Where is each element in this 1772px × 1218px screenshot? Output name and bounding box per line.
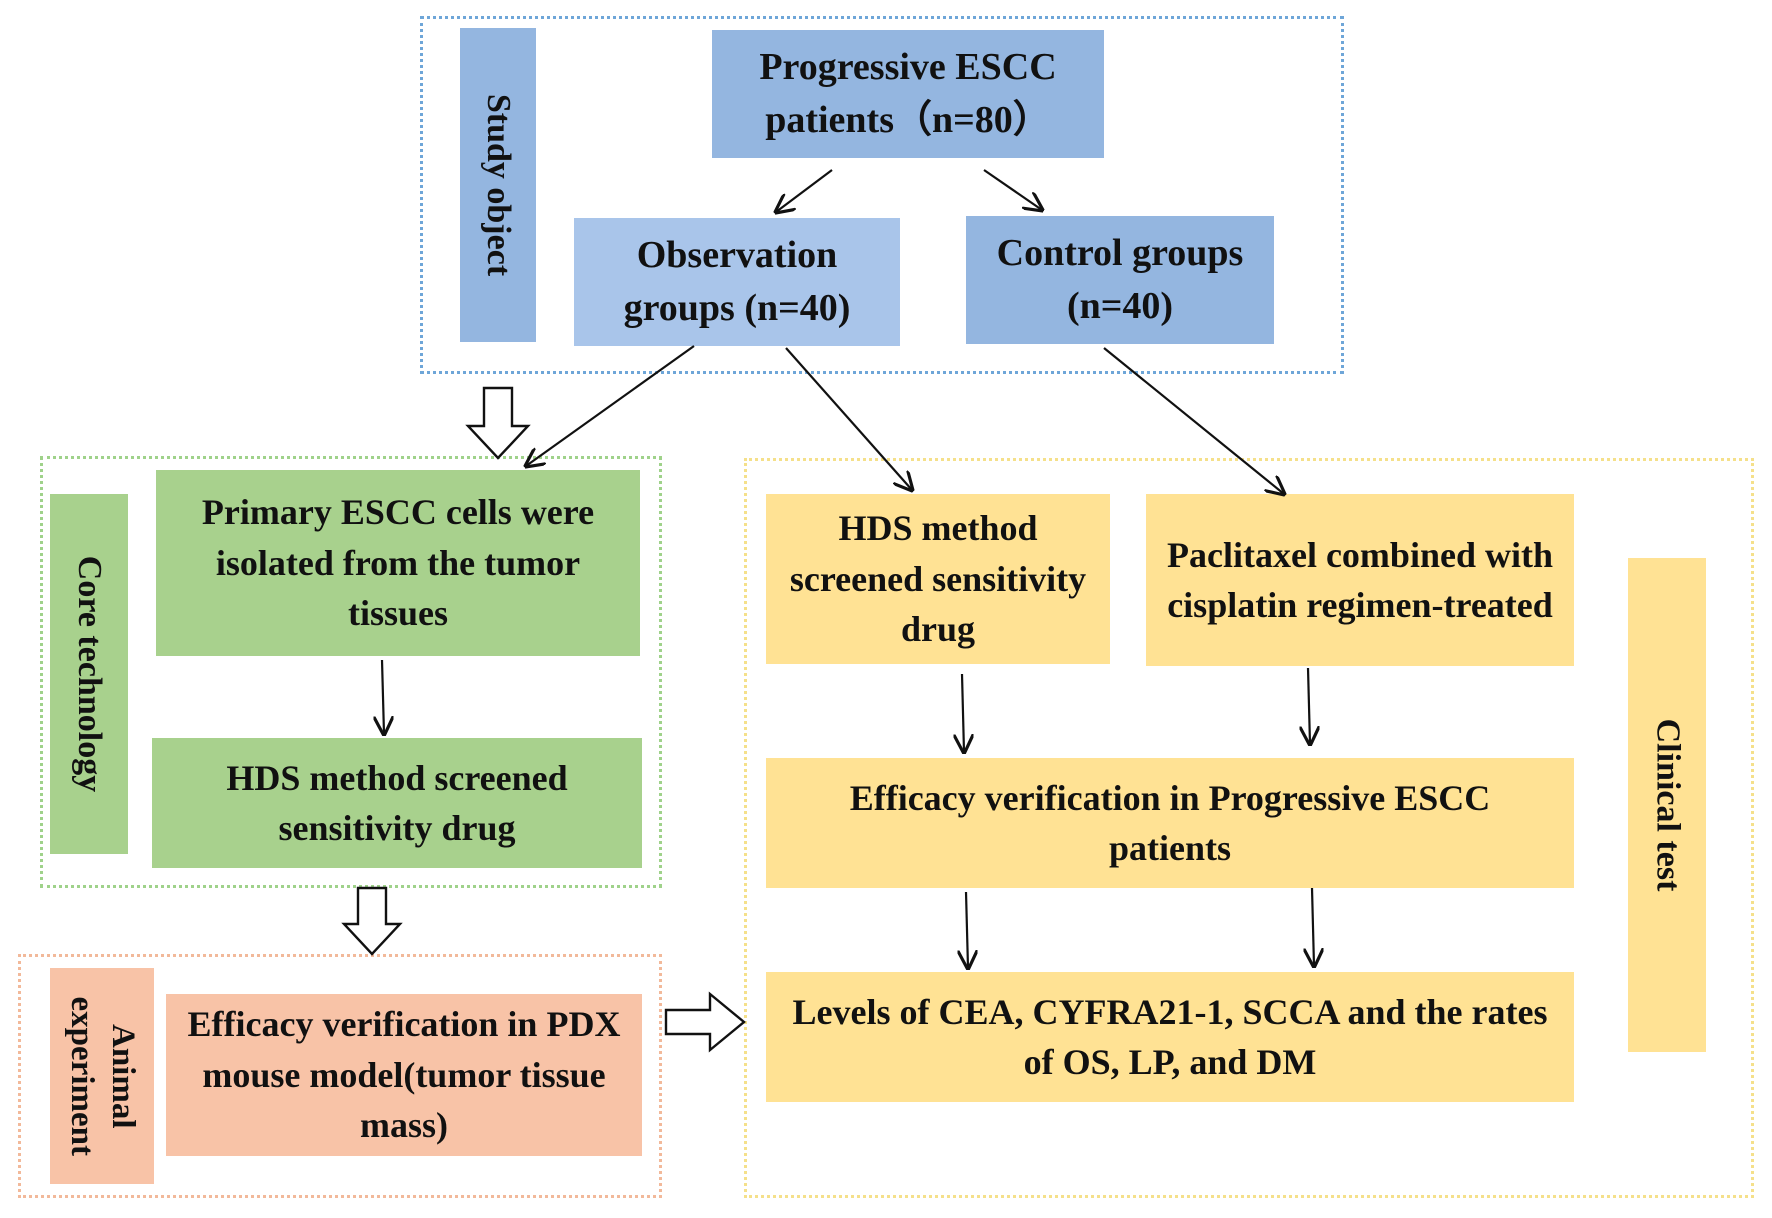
- clinical-efficacy-text: Efficacy verification in Progressive ESC…: [849, 777, 1491, 868]
- observation-groups-text: Observation groups (n=40): [623, 233, 851, 329]
- animal-efficacy-box: Efficacy verification in PDX mouse model…: [166, 994, 642, 1156]
- arrow-efficacy-to-levels-left: [966, 891, 968, 968]
- animal-experiment-label-box: Animal experiment: [50, 968, 154, 1184]
- clinical-test-frame: [744, 458, 1754, 1198]
- arrow-observation-to-clinical-hds: [785, 347, 912, 490]
- paclitaxel-cisplatin-text: Paclitaxel combined with cisplatin regim…: [1167, 534, 1553, 625]
- study-object-frame: [420, 16, 1344, 374]
- levels-rates-box: Levels of CEA, CYFRA21-1, SCCA and the r…: [766, 972, 1574, 1102]
- arrow-control-to-paclitaxel: [1103, 347, 1284, 494]
- arrow-clinical-hds-to-efficacy: [962, 673, 964, 752]
- core-technology-label-box: Core technology: [50, 494, 128, 854]
- core-hds-screen-box: HDS method screened sensitivity drug: [152, 738, 642, 868]
- clinical-efficacy-box: Efficacy verification in Progressive ESC…: [766, 758, 1574, 888]
- clinical-hds-screen-text: HDS method screened sensitivity drug: [789, 508, 1087, 650]
- arrow-paclitaxel-to-efficacy: [1308, 667, 1310, 744]
- arrow-efficacy-to-levels-right: [1312, 887, 1314, 966]
- control-groups-text: Control groups (n=40): [996, 231, 1244, 327]
- study-object-label-box: Study object: [460, 28, 536, 342]
- animal-efficacy-text: Efficacy verification in PDX mouse model…: [187, 1004, 621, 1146]
- levels-rates-text: Levels of CEA, CYFRA21-1, SCCA and the r…: [792, 991, 1548, 1082]
- progressive-escc-patients-box: Progressive ESCC patients（n=80）: [712, 30, 1104, 158]
- arrow-patients-to-observation: [776, 169, 833, 212]
- observation-groups-box: Observation groups (n=40): [574, 218, 900, 346]
- control-groups-box: Control groups (n=40): [966, 216, 1274, 344]
- block-arrow-animal-to-clinical: [664, 991, 746, 1053]
- primary-escc-cells-box: Primary ESCC cells were isolated from th…: [156, 470, 640, 656]
- arrow-primary-cells-to-core-hds: [382, 659, 384, 734]
- arrow-patients-to-control: [983, 169, 1042, 210]
- clinical-hds-screen-box: HDS method screened sensitivity drug: [766, 494, 1110, 664]
- paclitaxel-cisplatin-box: Paclitaxel combined with cisplatin regim…: [1146, 494, 1574, 666]
- block-arrow-study-to-core: [465, 386, 531, 460]
- primary-escc-cells-text: Primary ESCC cells were isolated from th…: [201, 492, 595, 634]
- core-hds-screen-text: HDS method screened sensitivity drug: [226, 757, 568, 848]
- arrow-observation-to-primary-cells: [526, 345, 695, 466]
- clinical-test-label-box: Clinical test: [1628, 558, 1706, 1052]
- block-arrow-core-to-animal: [341, 886, 403, 956]
- progressive-escc-patients-text: Progressive ESCC patients（n=80）: [759, 45, 1057, 141]
- animal-experiment-frame: [18, 954, 662, 1198]
- core-technology-frame: [40, 456, 662, 888]
